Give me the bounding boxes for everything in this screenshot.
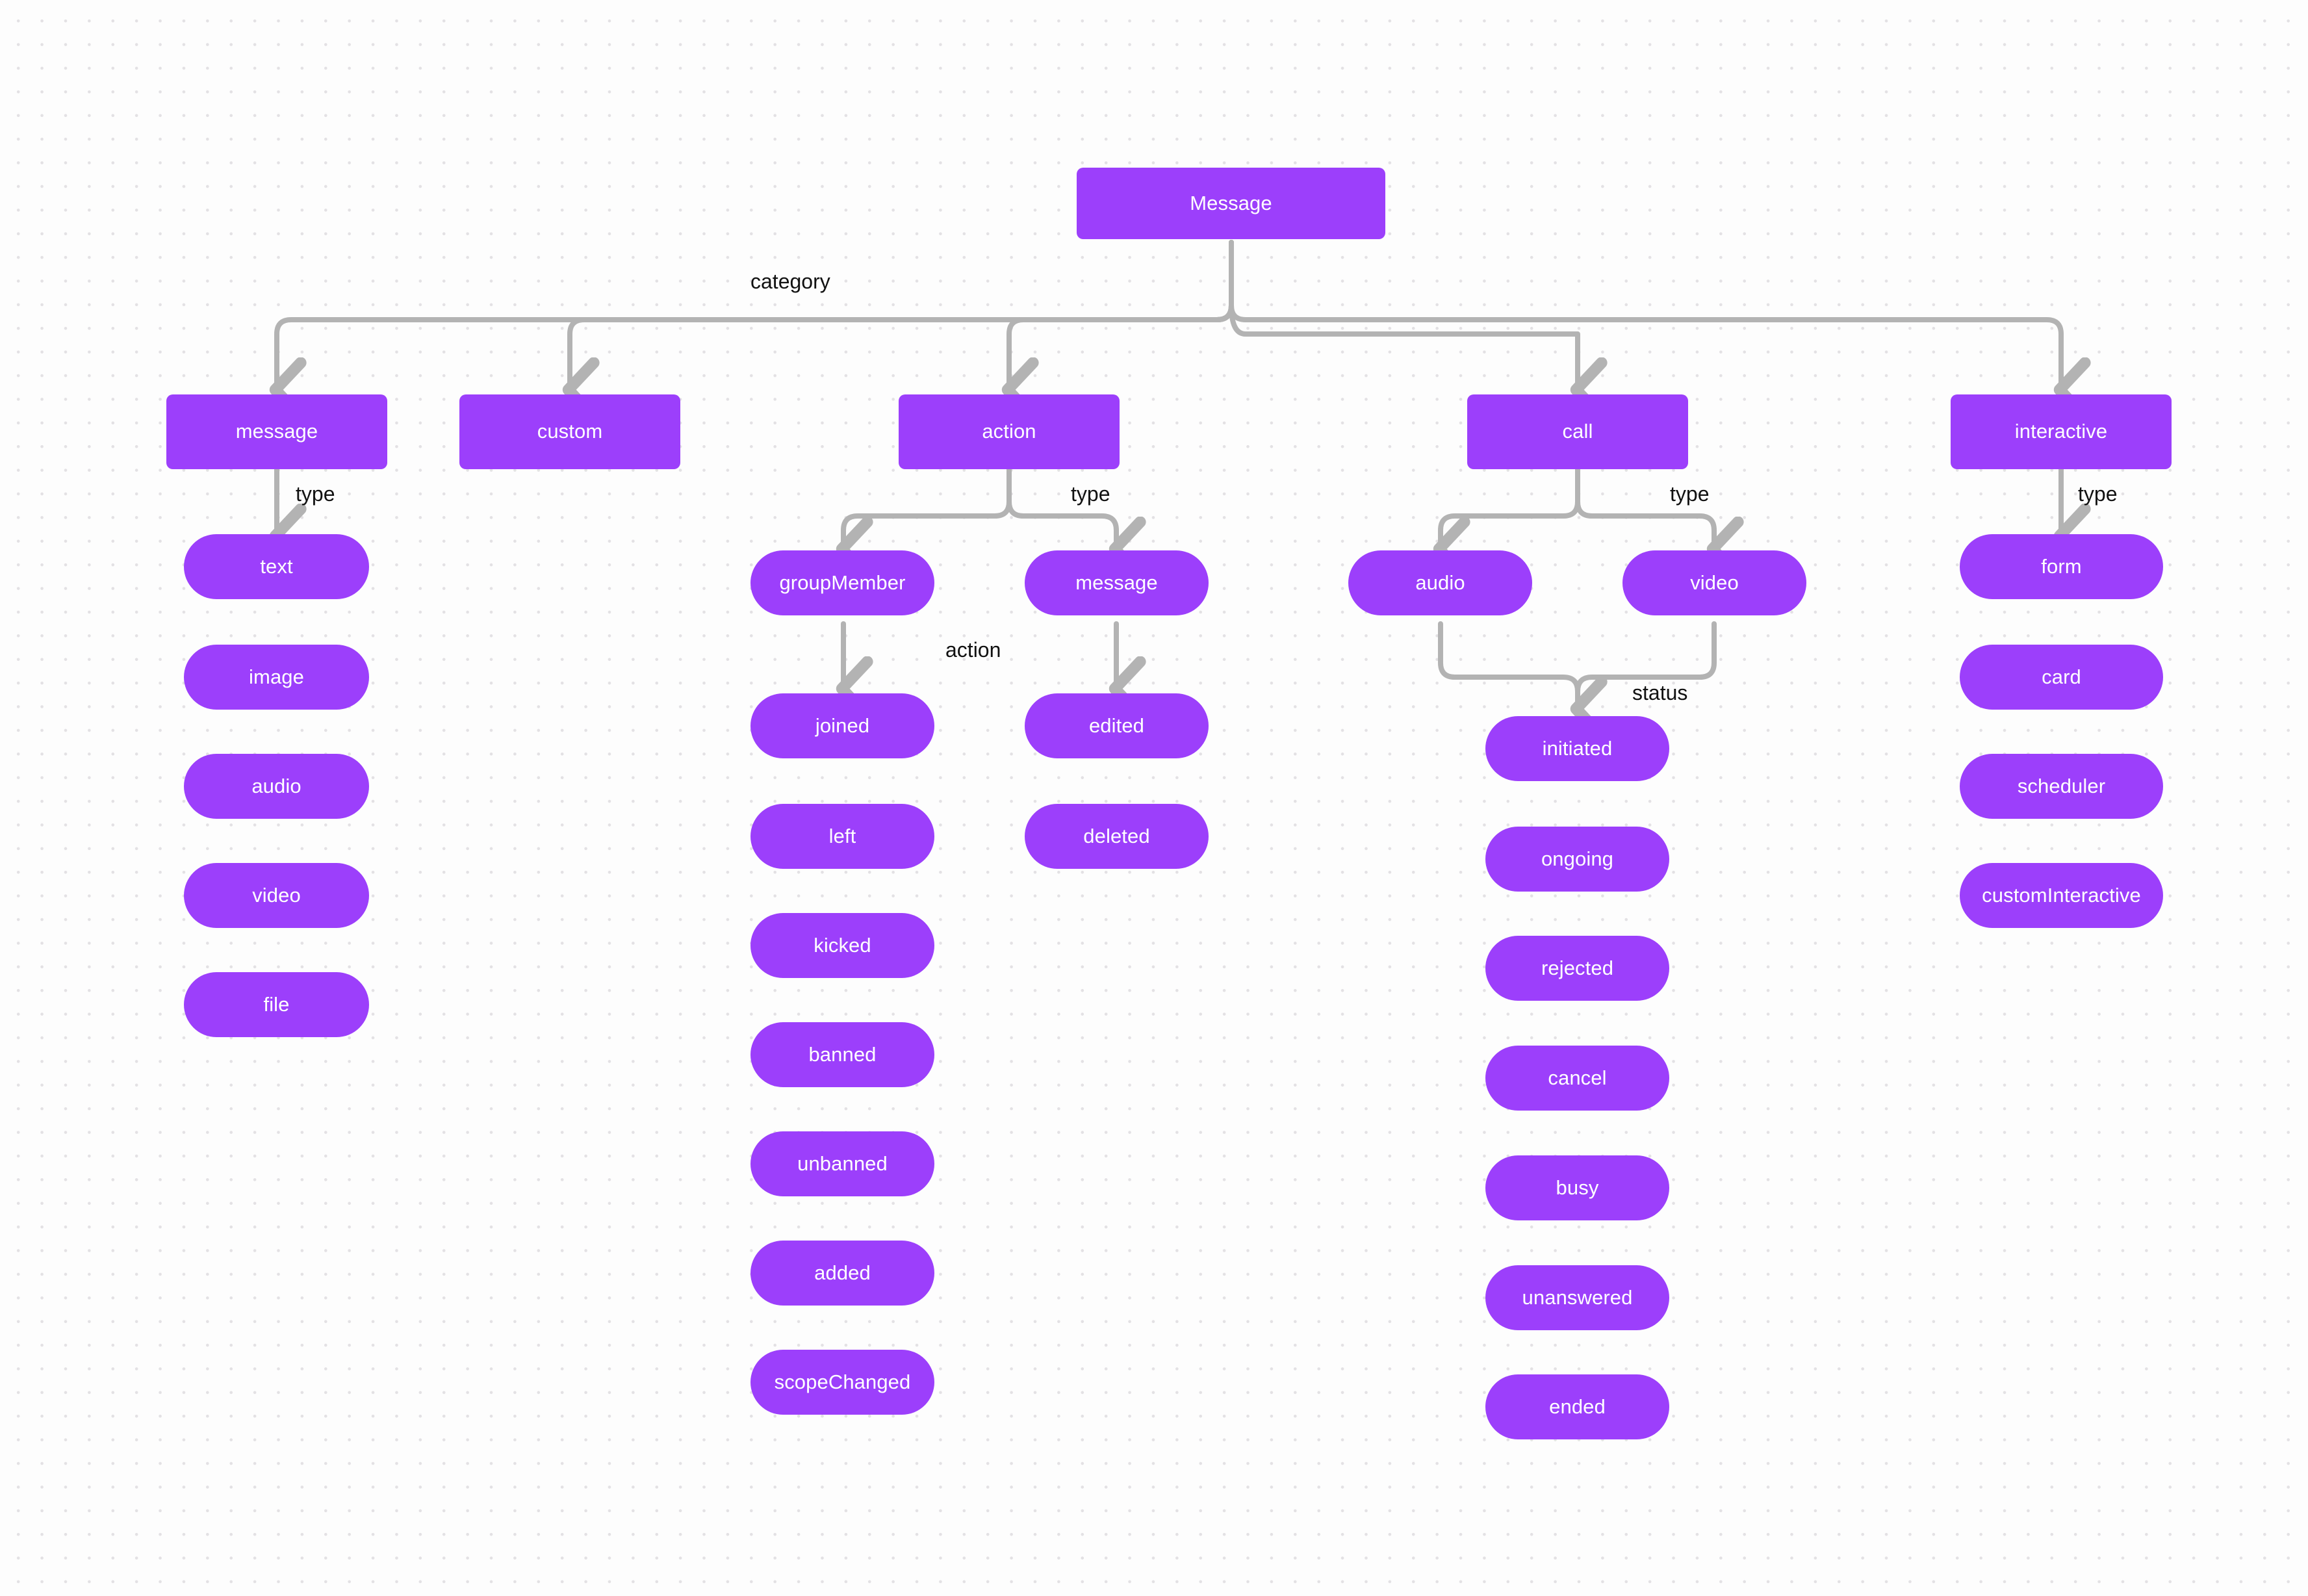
node-label: audio <box>1415 571 1465 594</box>
node-label: customInteractive <box>1982 883 2141 907</box>
node-interactive-type-custominteractive[interactable]: customInteractive <box>1960 863 2163 928</box>
node-label: video <box>252 883 301 907</box>
node-call-type-video[interactable]: video <box>1622 550 1806 615</box>
node-interactive-type-scheduler[interactable]: scheduler <box>1960 754 2163 819</box>
node-label: call <box>1562 420 1593 443</box>
node-label: deleted <box>1083 824 1150 847</box>
node-call-status-cancel[interactable]: cancel <box>1485 1046 1669 1111</box>
node-label: added <box>814 1261 871 1284</box>
node-label: image <box>249 665 304 688</box>
node-message-type-image[interactable]: image <box>184 645 369 710</box>
node-call-type-audio[interactable]: audio <box>1348 550 1532 615</box>
node-label: rejected <box>1541 956 1614 979</box>
node-category-call[interactable]: call <box>1467 394 1688 469</box>
node-call-status-ongoing[interactable]: ongoing <box>1485 827 1669 892</box>
node-action-type-message[interactable]: message <box>1025 550 1209 615</box>
node-groupmember-action-left[interactable]: left <box>750 804 934 869</box>
edge-label-type-action: type <box>1071 482 1110 506</box>
node-category-interactive[interactable]: interactive <box>1951 394 2172 469</box>
node-label: text <box>260 554 293 578</box>
node-label: kicked <box>814 933 871 957</box>
node-label: form <box>2041 554 2082 578</box>
node-label: file <box>263 992 290 1016</box>
node-label: scopeChanged <box>774 1370 911 1393</box>
node-groupmember-action-unbanned[interactable]: unbanned <box>750 1131 934 1196</box>
node-label: action <box>982 420 1036 443</box>
node-label: unanswered <box>1522 1285 1633 1309</box>
node-call-status-initiated[interactable]: initiated <box>1485 716 1669 781</box>
edge-label-action: action <box>945 638 1001 662</box>
edge-label-status: status <box>1632 681 1688 704</box>
node-label: scheduler <box>2017 774 2106 797</box>
node-label: message <box>235 420 318 443</box>
node-groupmember-action-added[interactable]: added <box>750 1241 934 1306</box>
node-label: banned <box>808 1042 877 1066</box>
node-label: joined <box>815 714 870 737</box>
node-message-type-text[interactable]: text <box>184 534 369 599</box>
node-groupmember-action-kicked[interactable]: kicked <box>750 913 934 978</box>
node-label: card <box>2042 665 2081 688</box>
node-label: custom <box>537 420 603 443</box>
node-label: interactive <box>2014 420 2108 443</box>
edge-label-type-interactive: type <box>2078 482 2118 506</box>
node-label: edited <box>1088 714 1145 737</box>
node-label: initiated <box>1542 736 1613 760</box>
node-message-type-audio[interactable]: audio <box>184 754 369 819</box>
edge-label-category: category <box>750 270 830 293</box>
node-call-status-ended[interactable]: ended <box>1485 1374 1669 1439</box>
node-label: Message <box>1190 191 1272 214</box>
node-call-status-busy[interactable]: busy <box>1485 1155 1669 1220</box>
node-label: left <box>828 824 856 847</box>
node-label: groupMember <box>779 571 906 594</box>
node-message-type-file[interactable]: file <box>184 972 369 1037</box>
node-label: unbanned <box>797 1152 888 1175</box>
node-category-custom[interactable]: custom <box>459 394 680 469</box>
node-label: audio <box>251 774 301 797</box>
node-label: ongoing <box>1541 847 1614 870</box>
node-call-status-rejected[interactable]: rejected <box>1485 936 1669 1001</box>
node-message-action-deleted[interactable]: deleted <box>1025 804 1209 869</box>
node-groupmember-action-banned[interactable]: banned <box>750 1022 934 1087</box>
node-groupmember-action-joined[interactable]: joined <box>750 693 934 758</box>
node-label: video <box>1690 571 1739 594</box>
node-interactive-type-card[interactable]: card <box>1960 645 2163 710</box>
node-label: cancel <box>1548 1066 1607 1089</box>
node-message-action-edited[interactable]: edited <box>1025 693 1209 758</box>
edge-label-type-call: type <box>1670 482 1710 506</box>
node-interactive-type-form[interactable]: form <box>1960 534 2163 599</box>
node-call-status-unanswered[interactable]: unanswered <box>1485 1265 1669 1330</box>
node-label: message <box>1075 571 1158 594</box>
node-groupmember-action-scopechanged[interactable]: scopeChanged <box>750 1350 934 1415</box>
node-label: ended <box>1549 1395 1606 1418</box>
node-message-type-video[interactable]: video <box>184 863 369 928</box>
edge-label-type-message: type <box>296 482 335 506</box>
node-label: busy <box>1556 1176 1599 1199</box>
node-action-type-groupmember[interactable]: groupMember <box>750 550 934 615</box>
node-category-message[interactable]: message <box>166 394 387 469</box>
node-message-root[interactable]: Message <box>1077 168 1385 239</box>
node-category-action[interactable]: action <box>899 394 1120 469</box>
